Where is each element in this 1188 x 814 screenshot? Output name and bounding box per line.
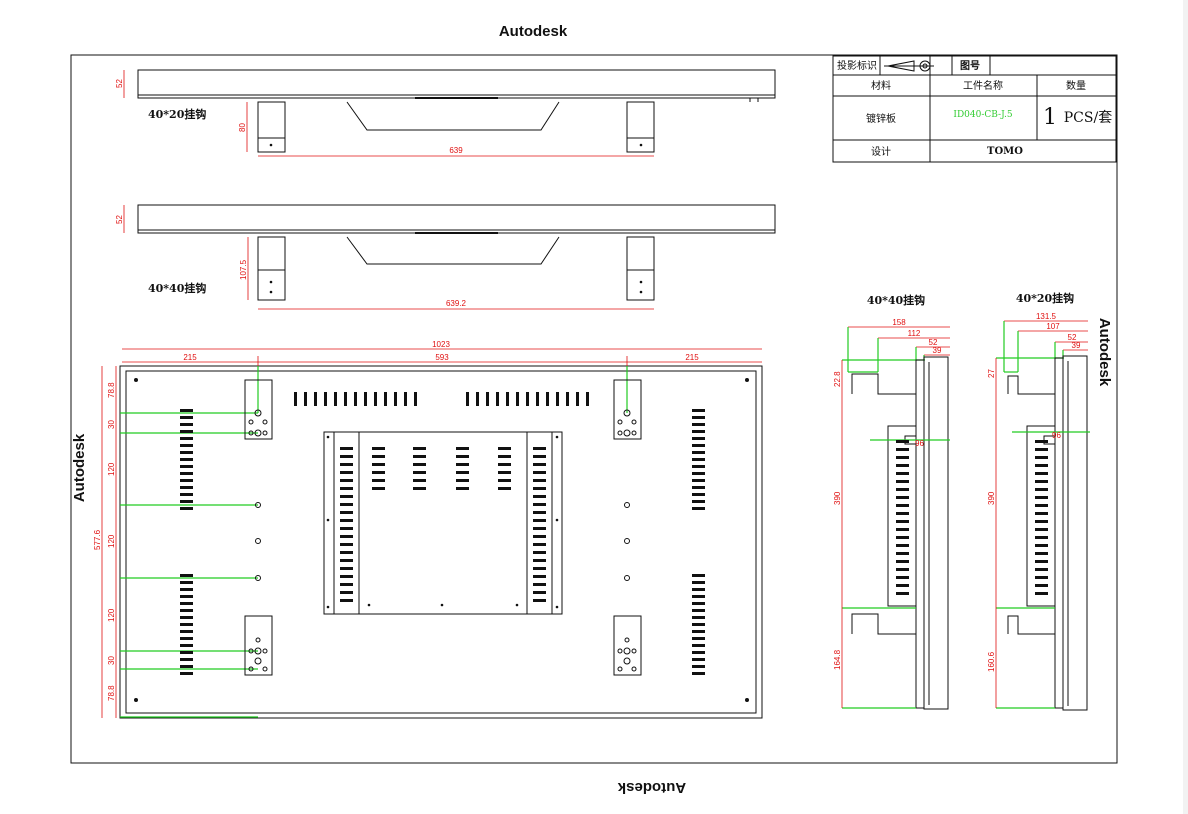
vent-right-lower <box>692 574 705 675</box>
front-total-height-dim: 577.6 <box>93 529 102 550</box>
section-b-d8: 160.6 <box>987 651 996 672</box>
front-left-seg-dim: 215 <box>183 353 197 362</box>
front-v2-dim: 30 <box>107 420 116 429</box>
section-a-d2: 112 <box>908 329 921 338</box>
watermark-bottom: Autodesk <box>617 779 686 796</box>
side-view-40x20: 40*20挂钩 52 80 639 <box>115 69 776 157</box>
vent-top-right <box>466 392 589 406</box>
section-a-d3: 52 <box>929 338 938 347</box>
hook-bracket-tl <box>244 379 273 440</box>
view2-width-dim: 639.2 <box>446 299 467 308</box>
section-b-d3: 52 <box>1068 333 1077 342</box>
watermark-right: Autodesk <box>1096 318 1113 387</box>
vent-top-left <box>294 392 417 406</box>
section-b-d5: 27 <box>987 369 996 378</box>
material-value: 镀锌板 <box>866 112 896 125</box>
front-v4-dim: 120 <box>107 534 116 548</box>
designer-label: 设计 <box>871 145 891 158</box>
quantity-header: 数量 <box>1066 79 1086 92</box>
view2-label: 40*40挂钩 <box>148 281 206 295</box>
front-v5-dim: 120 <box>107 608 116 622</box>
view2-height-dim: 52 <box>115 215 124 224</box>
part-name-value: ID040-CB-J.5 <box>953 110 1012 120</box>
vent-left-upper <box>180 409 193 510</box>
section-view-40x40: 40*40挂钩 158 112 52 39 96 22.8 390 164.8 <box>833 293 950 710</box>
view1-height-dim: 52 <box>115 79 124 88</box>
section-b-label: 40*20挂钩 <box>1016 291 1074 305</box>
projection-label: 投影标识 <box>837 59 877 72</box>
front-v6-dim: 30 <box>107 656 116 665</box>
watermark-left: Autodesk <box>71 433 88 502</box>
section-b-d4: 39 <box>1072 341 1081 350</box>
front-v1-dim: 78.8 <box>107 382 116 398</box>
title-block: 投影标识 图号 材料 工件名称 数量 镀锌板 ID040-CB-J.5 1 PC… <box>832 55 1117 163</box>
front-mid-seg-dim: 593 <box>435 353 449 362</box>
vent-left-lower <box>180 574 193 675</box>
drawing-frame <box>70 54 1118 764</box>
section-b-d2: 107 <box>1046 322 1060 331</box>
side-view-40x40: 40*40挂钩 52 107.5 639.2 <box>115 204 776 310</box>
vent-right-upper <box>692 409 705 510</box>
projection-symbol-icon <box>884 60 934 72</box>
section-a-d5: 22.8 <box>833 371 842 387</box>
section-b-d6: 96 <box>1052 431 1061 440</box>
quantity-number: 1 <box>1043 105 1057 130</box>
hook-bracket-bl <box>244 615 273 676</box>
section-a-d6: 96 <box>915 439 924 448</box>
center-plate <box>323 431 563 615</box>
section-a-d8: 164.8 <box>833 649 842 670</box>
view2-hook-dim: 107.5 <box>239 259 248 280</box>
part-name-header: 工件名称 <box>963 79 1003 92</box>
front-total-width-dim: 1023 <box>432 340 450 349</box>
front-v7-dim: 78.8 <box>107 685 116 701</box>
hook-bracket-br <box>613 615 642 676</box>
designer-value: TOMO <box>987 146 1023 157</box>
drawing-no-label: 图号 <box>960 60 980 72</box>
front-right-seg-dim: 215 <box>685 353 699 362</box>
view1-hook-dim: 80 <box>238 123 247 132</box>
section-b-d1: 131.5 <box>1036 312 1057 321</box>
page-edge <box>1183 0 1188 814</box>
view1-width-dim: 639 <box>449 146 463 155</box>
material-header: 材料 <box>871 79 891 92</box>
hook-bracket-tr <box>613 379 642 440</box>
section-a-d4: 39 <box>933 346 942 355</box>
quantity-unit: PCS/套 <box>1064 110 1112 126</box>
section-b-d7: 390 <box>987 491 996 505</box>
front-view: 1023 215 593 215 577.6 78.8 30 120 120 1… <box>93 340 763 719</box>
section-a-d1: 158 <box>892 318 906 327</box>
section-a-d7: 390 <box>833 491 842 505</box>
watermark-top: Autodesk <box>499 23 568 40</box>
view1-label: 40*20挂钩 <box>148 107 206 121</box>
section-view-40x20: 40*20挂钩 131.5 107 52 39 96 27 390 160.6 <box>987 291 1090 711</box>
section-a-label: 40*40挂钩 <box>867 293 925 307</box>
front-v3-dim: 120 <box>107 462 116 476</box>
